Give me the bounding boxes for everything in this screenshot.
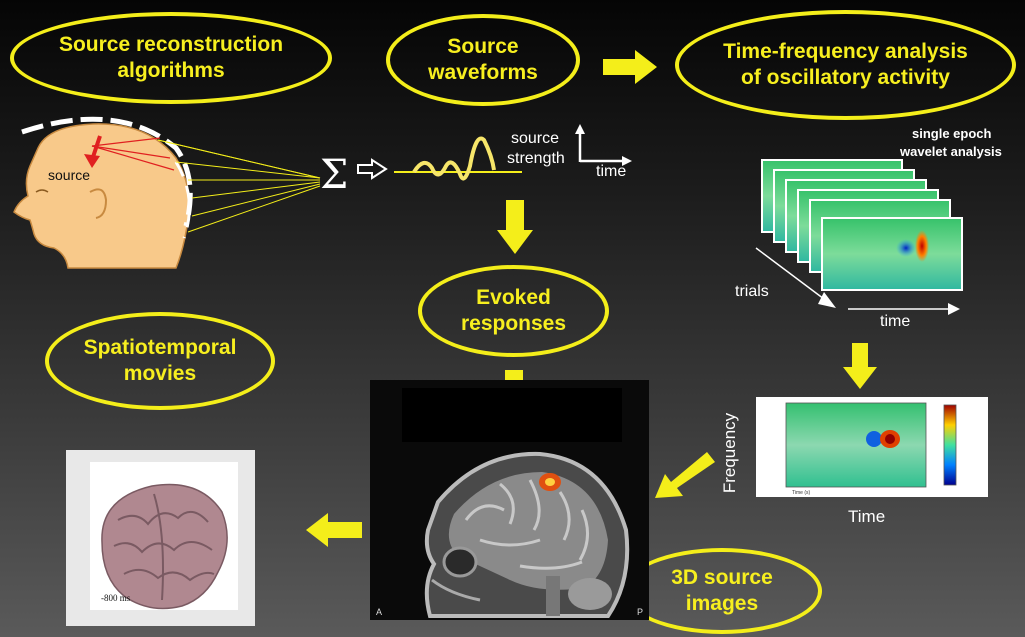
tf-frequency-label: Frequency — [720, 412, 740, 494]
ellipse-source-reconstruction: Source reconstruction algorithms — [10, 12, 332, 104]
source-strength-line1: source — [511, 130, 560, 147]
head-diagram — [13, 116, 321, 269]
ellipse-time-frequency-analysis: Time-frequency analysis of oscillatory a… — [675, 10, 1016, 120]
tf-time-label: Time — [848, 507, 886, 526]
ellipse-source-waveforms: Source waveforms — [386, 14, 580, 106]
head-source-label: source — [48, 167, 91, 183]
sum-symbol: Σ — [320, 152, 349, 198]
arrow-down-to-evoked — [497, 200, 533, 254]
evoked-line1: Evoked — [476, 285, 551, 309]
tf-analysis-line2: of oscillatory activity — [741, 66, 950, 89]
mri-corner-left: A — [376, 607, 383, 617]
ellipse-3d-source-images: 3D source images — [622, 548, 822, 634]
svg-text:Time (s): Time (s) — [792, 490, 810, 496]
evoked-line2: responses — [460, 312, 567, 335]
arrow-diagonal-to-mri — [655, 452, 715, 498]
source-waveforms-line2: waveforms — [428, 61, 538, 84]
wavelet-title-line1: single epoch — [912, 126, 992, 141]
arrow-down-to-tfplot — [843, 343, 877, 389]
trials-arrow-icon — [755, 247, 836, 308]
tf-plot-graphic: Time (s) — [785, 402, 957, 496]
mri-graphic — [402, 388, 630, 618]
source-reconstruction-line2: algorithms — [117, 59, 225, 82]
wavelet-time-arrow-icon — [848, 303, 960, 315]
waveform-time-label: time — [596, 163, 627, 180]
hollow-arrow-icon — [357, 158, 388, 180]
spatiotemporal-line1: Spatiotemporal — [83, 335, 237, 359]
ellipse-evoked-responses: Evoked responses — [418, 265, 609, 357]
arrow-right-waveforms-to-tf — [603, 50, 657, 84]
brain-time-stamp: -800 ms — [101, 593, 131, 603]
3d-images-line2: images — [685, 592, 759, 615]
3d-images-line1: 3D source — [671, 565, 773, 589]
ellipse-spatiotemporal-movies: Spatiotemporal movies — [45, 312, 275, 410]
tf-plot-panel: Time (s) — [756, 397, 988, 497]
source-strength-line2: strength — [507, 150, 565, 167]
wavelet-time-label: time — [880, 313, 911, 330]
source-waveform-trace — [394, 136, 522, 181]
mri-panel — [370, 380, 649, 620]
mri-corner-right: P — [637, 607, 644, 617]
wavelet-epoch-stack — [761, 159, 963, 291]
tf-analysis-line1: Time-frequency analysis — [723, 39, 968, 63]
wavelet-title-line2: wavelet analysis — [900, 144, 1002, 159]
trials-label: trials — [735, 283, 769, 300]
spatiotemporal-line2: movies — [123, 362, 197, 385]
axes-icon — [575, 124, 632, 166]
arrow-left-to-brain — [306, 513, 362, 547]
brain-3d-graphic — [101, 483, 228, 610]
brain-3d-panel: -800 ms — [66, 450, 255, 626]
source-waveforms-line1: Source — [447, 34, 519, 58]
source-reconstruction-line1: Source reconstruction — [58, 32, 284, 56]
